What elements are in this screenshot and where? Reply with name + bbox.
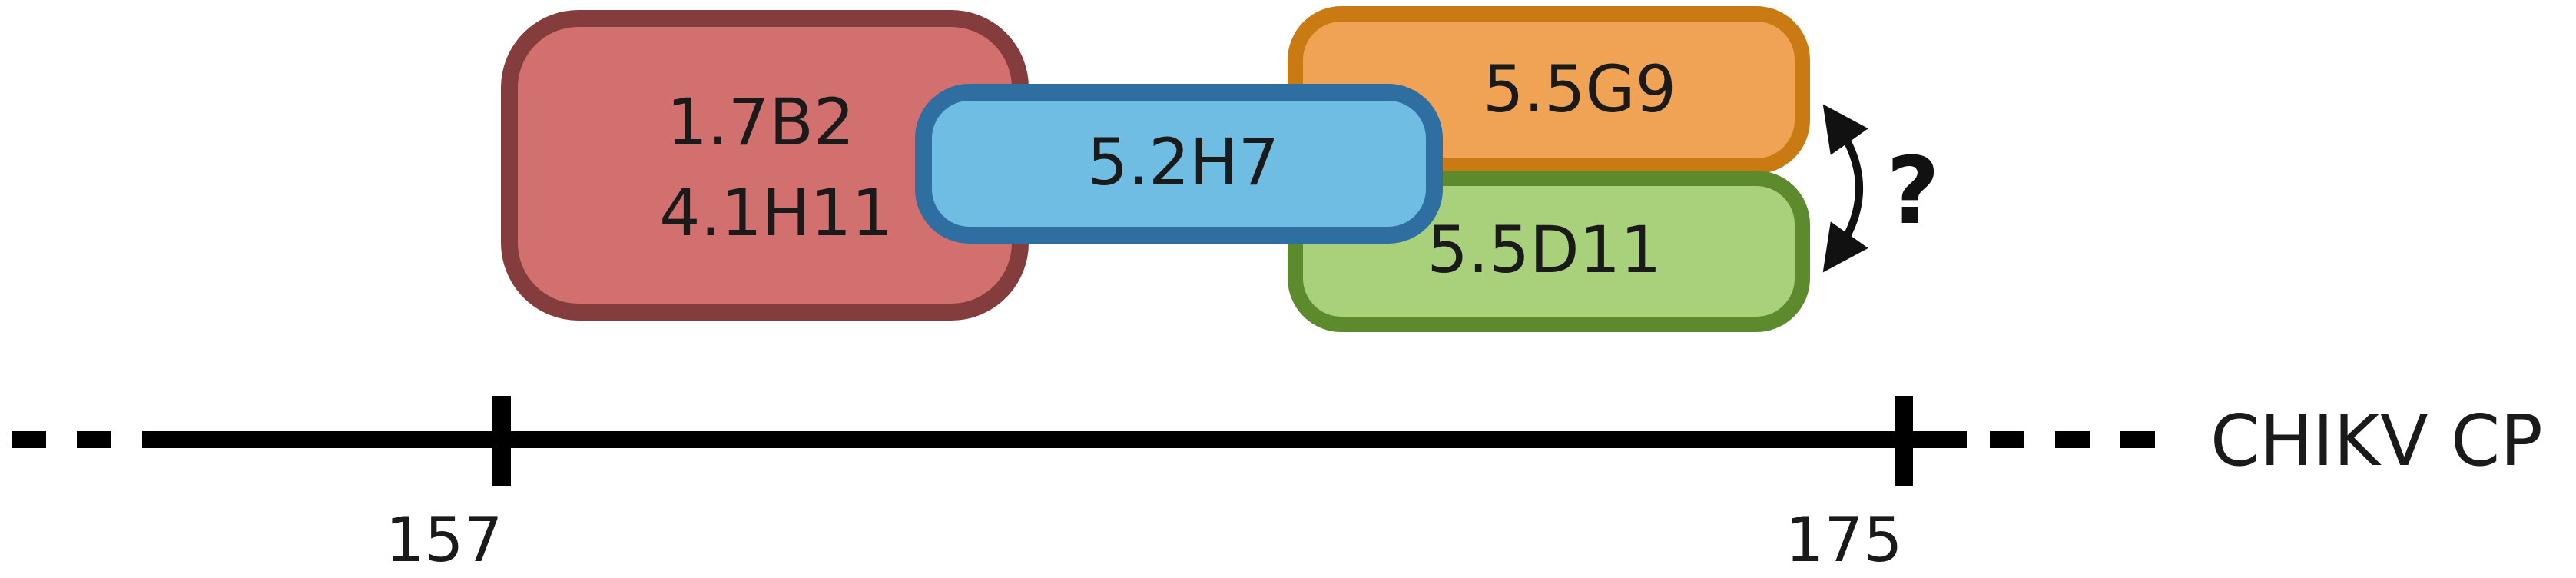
tick-label-157: 157 <box>386 504 503 576</box>
label-5-5g9: 5.5G9 <box>1483 51 1676 127</box>
tick-label-175: 175 <box>1785 504 1903 576</box>
double-arrow-icon <box>1822 104 1868 273</box>
axis-name-chikv-cp: CHIKV CP <box>2210 400 2543 482</box>
label-5-2h7: 5.2H7 <box>1087 125 1279 200</box>
question-mark: ? <box>1886 138 1940 245</box>
label-1-7b2: 1.7B2 <box>667 85 855 160</box>
blue-epitope-rect <box>915 84 1443 244</box>
label-5-5d11: 5.5D11 <box>1427 212 1661 287</box>
uncertain-order-indicator: ? <box>1822 104 1940 273</box>
label-4-1h11: 4.1H11 <box>659 175 893 251</box>
sequence-axis: 157 175 CHIKV CP <box>12 396 2543 576</box>
epitope-box-5-2h7: 5.2H7 <box>915 84 1443 244</box>
